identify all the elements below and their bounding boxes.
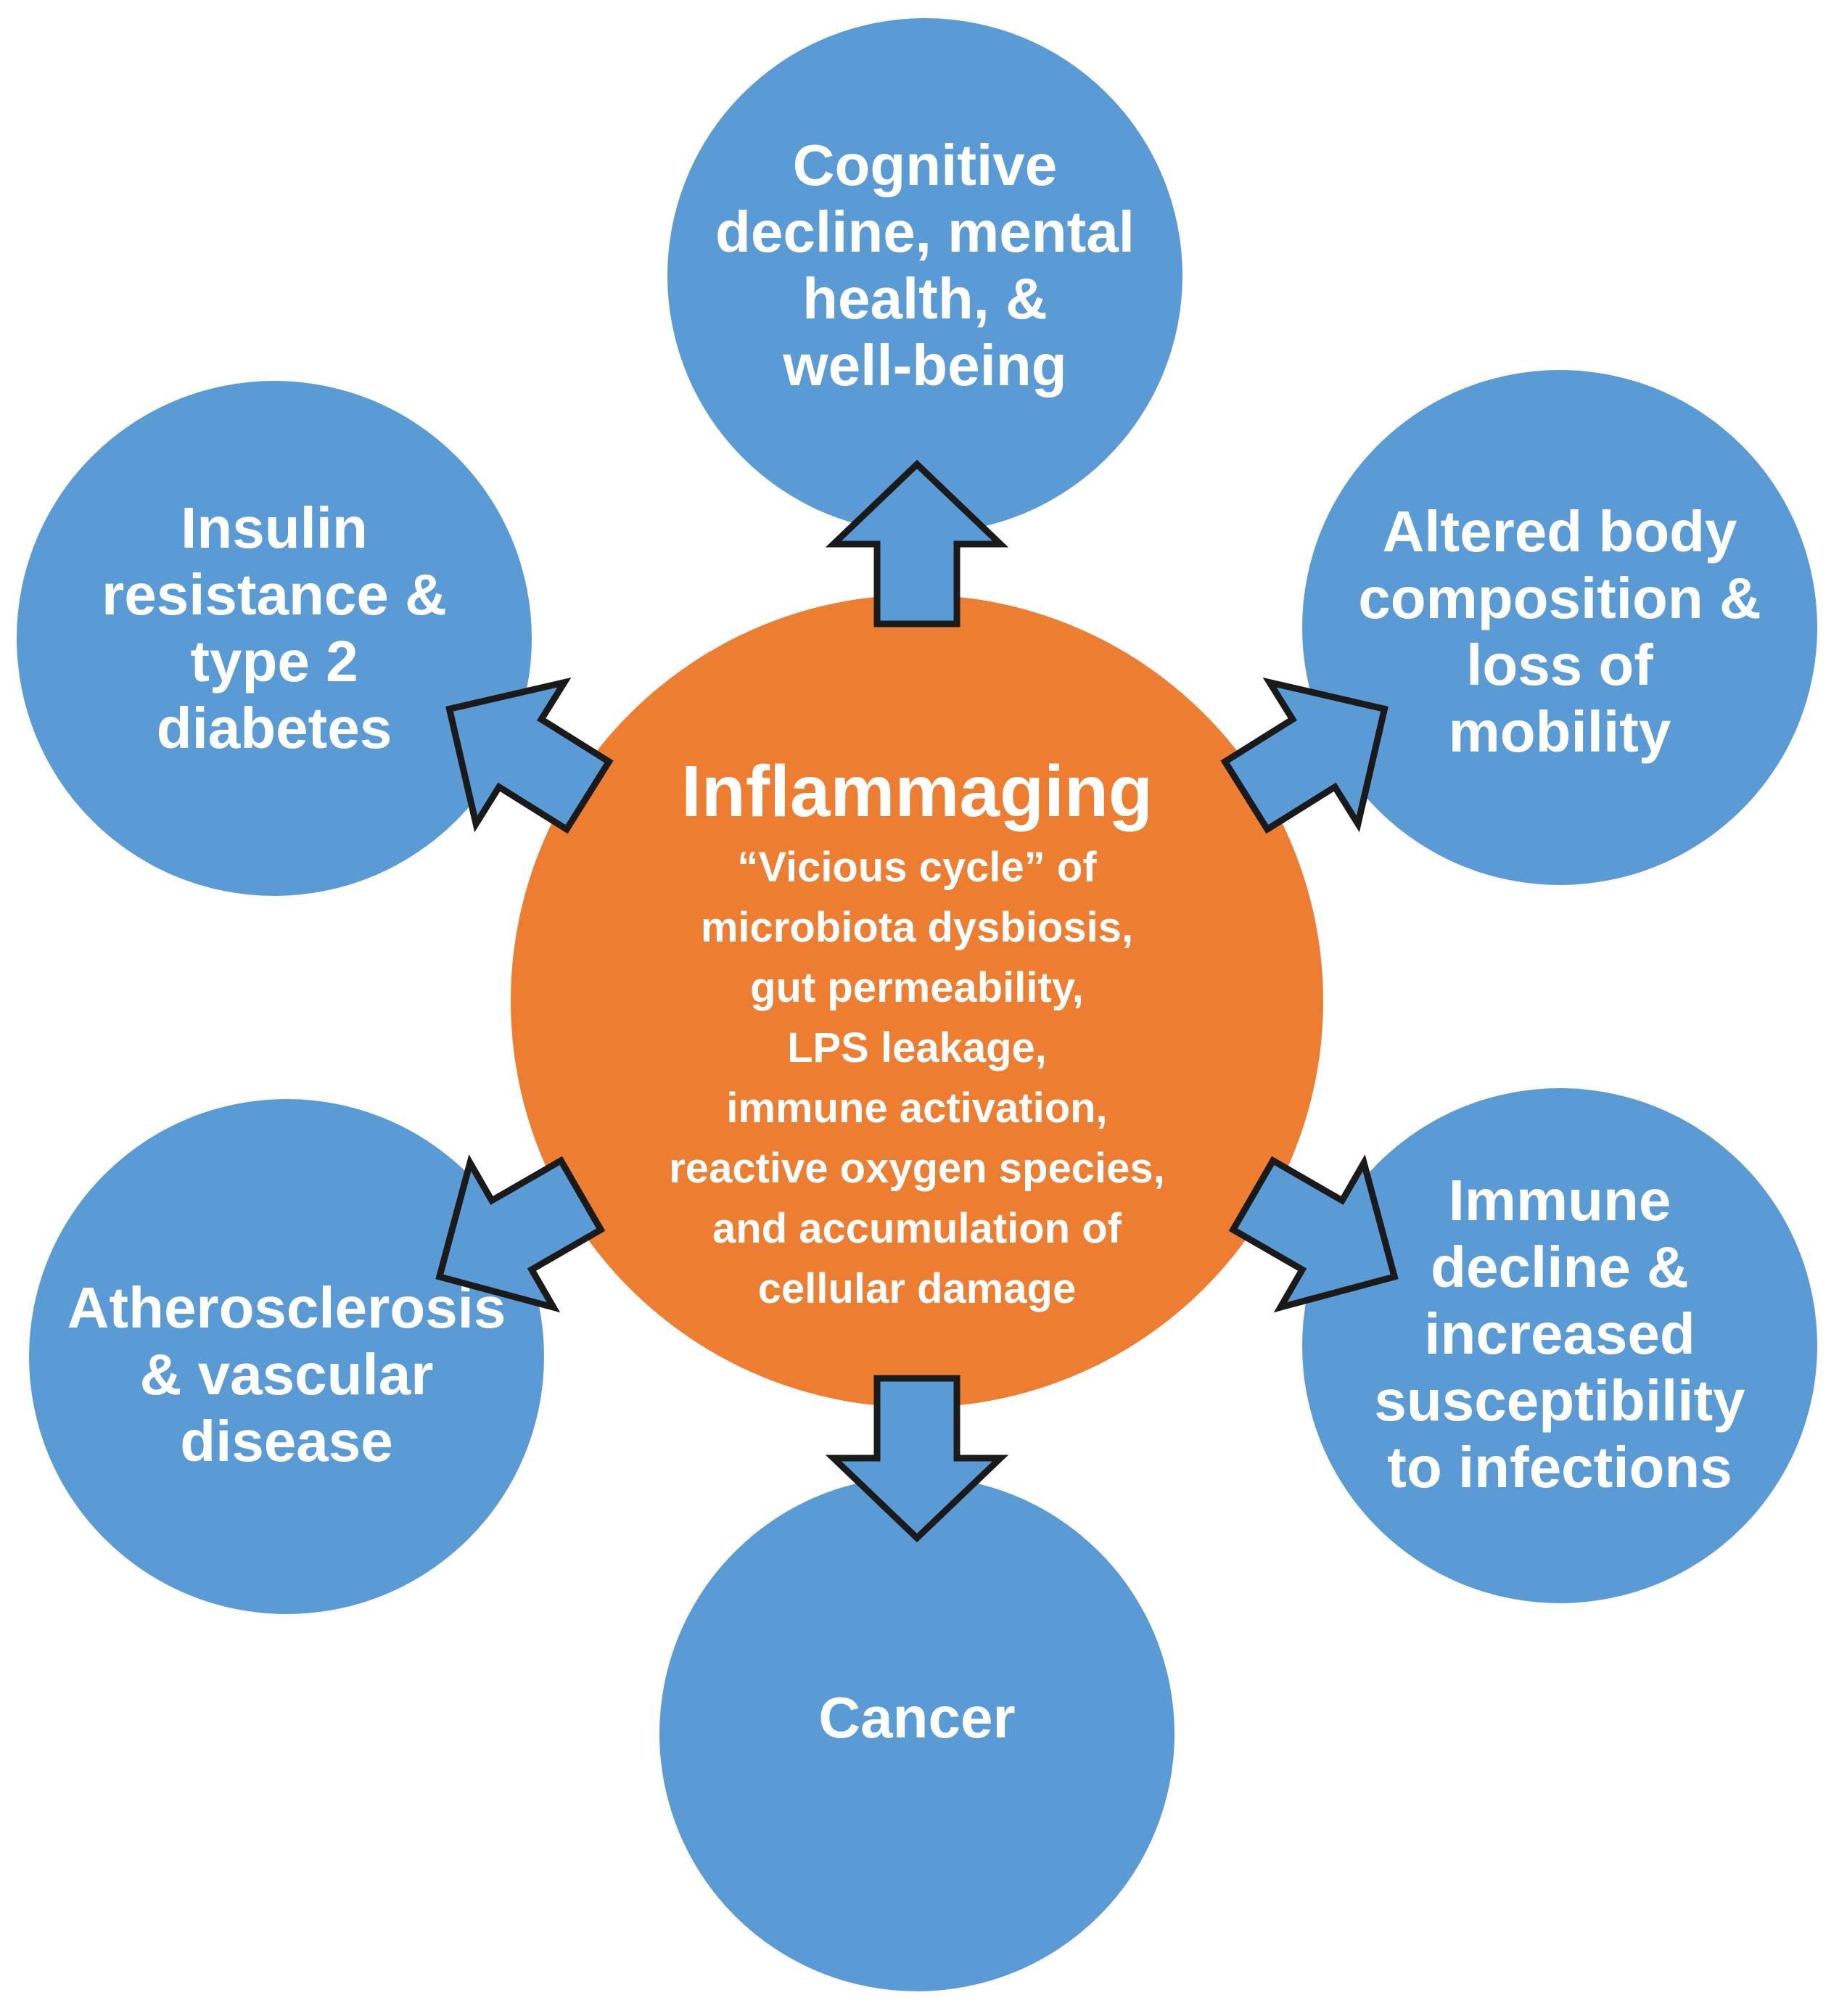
center-line: “Vicious cycle” of	[737, 844, 1097, 891]
arrow-up-icon	[825, 459, 1009, 628]
center-line: microbiota dysbiosis,	[701, 904, 1133, 951]
center-line: gut permeability,	[750, 964, 1084, 1011]
outcome-cancer: Cancer	[659, 1476, 1175, 1991]
outcome-label-atherosclerosis: & vascular	[140, 1342, 434, 1407]
outcome-circle-immune	[1302, 1088, 1817, 1603]
outcome-label-insulin: diabetes	[157, 696, 392, 760]
outcome-label-immune: increased	[1424, 1301, 1695, 1366]
outcome-label-body-composition: Altered body	[1383, 499, 1737, 564]
outcome-label-cognitive: health, &	[802, 266, 1048, 331]
arrow-lower-left-icon	[435, 1154, 606, 1313]
outcome-circle-cognitive	[667, 18, 1182, 533]
center-line: cellular damage	[758, 1265, 1076, 1312]
outcome-label-cancer: Cancer	[818, 1685, 1015, 1750]
center-title: Inflammaging	[681, 751, 1153, 832]
outcome-circle-atherosclerosis	[29, 1099, 544, 1614]
outcome-label-body-composition: loss of	[1466, 633, 1653, 697]
outcome-label-immune: susceptibility	[1374, 1368, 1745, 1433]
outcome-label-cognitive: decline, mental	[715, 199, 1135, 264]
arrow-upper-right-icon	[1220, 677, 1389, 834]
center-line: LPS leakage,	[787, 1024, 1047, 1071]
center-circle-inflammaging	[511, 595, 1323, 1407]
outcome-label-body-composition: mobility	[1449, 699, 1671, 764]
outcome-label-atherosclerosis: disease	[180, 1409, 393, 1473]
outcome-circle-insulin	[17, 381, 532, 896]
outcome-label-immune: Immune	[1449, 1168, 1671, 1233]
outcome-label-immune: decline &	[1431, 1235, 1689, 1299]
center-line: reactive oxygen species,	[669, 1145, 1165, 1192]
center-description: “Vicious cycle” of microbiota dysbiosis, g…	[669, 844, 1165, 1312]
outcome-label-insulin: resistance &	[102, 562, 447, 627]
center-line: and accumulation of	[712, 1205, 1122, 1252]
outcome-label-cognitive: well-being	[782, 333, 1066, 398]
outcome-circle-body-composition	[1302, 370, 1817, 885]
outcome-circle-cancer	[659, 1476, 1175, 1991]
outcome-label-atherosclerosis: Atherosclerosis	[67, 1275, 506, 1340]
outcome-label-immune: to infections	[1387, 1435, 1732, 1499]
arrow-down-icon	[825, 1375, 1009, 1543]
outcome-label-body-composition: composition &	[1358, 566, 1761, 630]
outcome-label-insulin: type 2	[190, 629, 358, 694]
center-line: immune activation,	[726, 1085, 1107, 1132]
arrow-upper-left-icon	[445, 677, 614, 834]
arrow-lower-right-icon	[1228, 1154, 1399, 1313]
outcome-label-cognitive: Cognitive	[793, 133, 1057, 197]
outcome-label-insulin: Insulin	[181, 495, 368, 560]
